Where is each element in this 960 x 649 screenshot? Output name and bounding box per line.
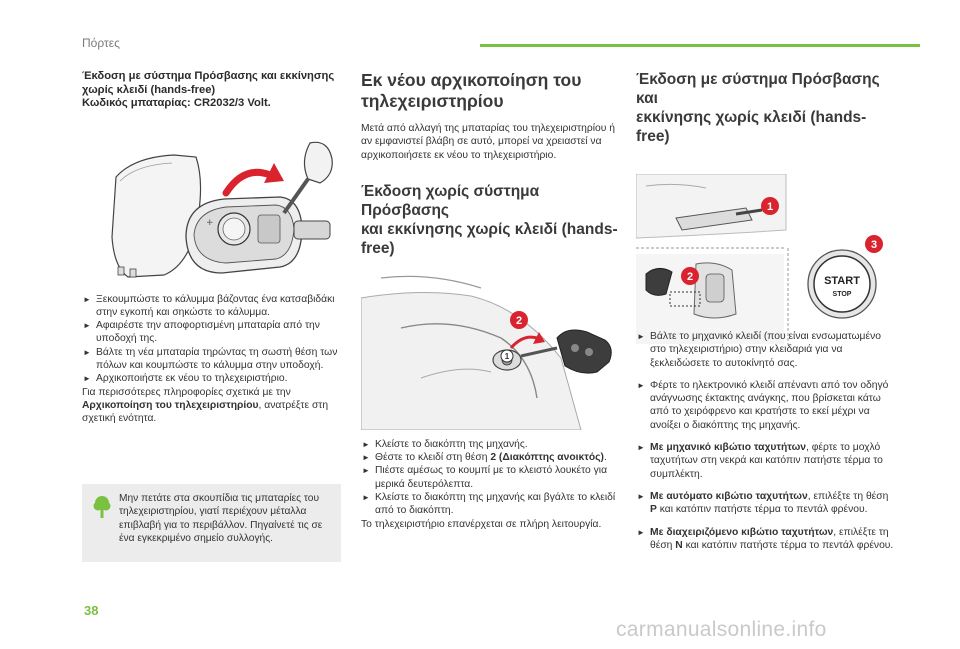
column-reinitialisation: Εκ νέου αρχικοποίηση του τηλεχειριστηρίο…: [361, 70, 619, 531]
callout-3: [865, 235, 883, 253]
list-item: ►Κλείστε το διακόπτη της μηχανής και βγά…: [362, 492, 616, 517]
list-item: ►Αρχικοποιήστε εκ νέου το τηλεχειριστήρι…: [83, 373, 288, 385]
svg-text:2: 2: [687, 271, 693, 283]
spec-line: Έκδοση με σύστημα Πρόσβασης και εκκίνηση…: [82, 70, 335, 82]
spec-line: Κωδικός μπαταρίας: CR2032/3 Volt.: [82, 97, 271, 109]
section-intro: Μετά από αλλαγή της μπαταρίας του τηλεχε…: [361, 123, 615, 161]
list-item: ►Με μηχανικό κιβώτιο ταχυτήτων, φέρτε το…: [637, 442, 883, 480]
list-item: ►Αφαιρέστε την αποφορτισμένη μπαταρία απ…: [83, 320, 320, 345]
door-lock-illustration: 1: [636, 174, 787, 239]
start-stop-button-icon: START STOP 3: [807, 235, 883, 319]
bullet-arrow-icon: ►: [637, 443, 645, 453]
ignition-switch-icon: 1 2: [361, 267, 619, 430]
section-title: Εκ νέου αρχικοποίηση του τηλεχειριστηρίο…: [361, 70, 582, 111]
bullet-arrow-icon: ►: [637, 380, 645, 390]
emergency-reader-illustration: 2: [636, 254, 784, 344]
note-text: Μην πετάτε στα σκουπίδια τις μπαταρίες τ…: [119, 493, 323, 544]
callout-1: 1: [500, 349, 514, 363]
battery-steps-list: ►Ξεκουμπώστε το κάλυμμα βάζοντας ένα κατ…: [82, 293, 344, 386]
remote-key-figure: +: [94, 117, 344, 287]
list-item: ►Πιέστε αμέσως το κουμπί με το κλειστό λ…: [362, 465, 608, 490]
callout-2: 2: [510, 310, 528, 329]
remote-key-icon: [645, 268, 673, 296]
svg-text:STOP: STOP: [833, 291, 852, 298]
bullet-arrow-icon: ►: [362, 493, 370, 503]
recycle-tree-icon: [93, 496, 111, 518]
list-item: ►Βάλτε το μηχανικό κλειδί (που είναι ενσ…: [637, 331, 881, 369]
list-item: ►Φέρτε το ηλεκτρονικό κλειδί απέναντι απ…: [637, 379, 889, 431]
svg-text:3: 3: [871, 239, 877, 251]
svg-text:1: 1: [505, 352, 510, 361]
remote-key-open-icon: +: [111, 141, 333, 278]
bullet-arrow-icon: ►: [362, 453, 370, 463]
list-item: ►Κλείστε το διακόπτη της μηχανής.: [362, 438, 528, 450]
remote-key-icon: [520, 329, 612, 374]
list-item: ►Ξεκουμπώστε το κάλυμμα βάζοντας ένα κατ…: [83, 293, 335, 318]
cross-reference-text: Για περισσότερες πληροφορίες σχετικά με …: [82, 386, 329, 425]
section-title: Έκδοση με σύστημα Πρόσβασης και εκκίνηση…: [636, 71, 880, 145]
list-item: ►Με διαχειριζόμενο κιβώτιο ταχυτήτων, επ…: [637, 526, 894, 551]
bullet-arrow-icon: ►: [83, 374, 91, 384]
svg-text:START: START: [824, 275, 860, 287]
callout-1: [761, 197, 779, 215]
list-item: ►Θέστε το κλειδί στη θέση 2 (Διακόπτης α…: [362, 452, 607, 464]
column-hands-free: Έκδοση με σύστημα Πρόσβασης και εκκίνηση…: [636, 70, 898, 552]
battery-spec: Έκδοση με σύστημα Πρόσβασης και εκκίνηση…: [82, 70, 344, 111]
bullet-arrow-icon: ►: [83, 347, 91, 357]
bullet-arrow-icon: ►: [362, 439, 370, 449]
list-item: ►Βάλτε τη νέα μπαταρία τηρώντας τη σωστή…: [83, 346, 338, 371]
svg-text:+: +: [206, 218, 214, 228]
ignition-key-figure: 1 2: [361, 267, 619, 430]
svg-text:2: 2: [516, 315, 522, 327]
environment-note: Μην πετάτε στα σκουπίδια τις μπαταρίες τ…: [82, 484, 341, 562]
callout-2: [681, 267, 699, 285]
cross-reference-link: Αρχικοποίηση του τηλεχειριστηρίου: [82, 399, 259, 411]
page-section-title: Πόρτες: [82, 36, 120, 50]
column-battery-replacement: Έκδοση με σύστημα Πρόσβασης και εκκίνηση…: [82, 70, 344, 425]
header-accent-bar: [480, 44, 920, 47]
bullet-arrow-icon: ►: [362, 466, 370, 476]
bullet-arrow-icon: ►: [637, 527, 645, 537]
bullet-arrow-icon: ►: [83, 294, 91, 304]
hands-free-figure: 1 2 START STOP 3: [636, 174, 898, 344]
list-item: ►Με αυτόματο κιβώτιο ταχυτήτων, επιλέξτε…: [637, 490, 889, 516]
reinit-steps-list: ►Κλείστε το διακόπτη της μηχανής. ►Θέστε…: [361, 438, 619, 518]
page-number: 38: [84, 603, 99, 618]
reinit-result: Το τηλεχειριστήριο επανέρχεται σε πλήρη …: [361, 518, 602, 530]
bullet-arrow-icon: ►: [637, 491, 645, 501]
bullet-arrow-icon: ►: [83, 321, 91, 331]
screwdriver-icon: [303, 141, 333, 184]
watermark: carmanualsonline.info: [616, 618, 827, 641]
bullet-arrow-icon: ►: [637, 332, 645, 341]
spec-line: χωρίς κλειδί (hands-free): [82, 83, 216, 96]
hands-free-steps-list: ►Βάλτε το μηχανικό κλειδί (που είναι ενσ…: [636, 330, 898, 552]
svg-text:1: 1: [767, 201, 773, 213]
subsection-title: Έκδοση χωρίς σύστημα Πρόσβασης και εκκίν…: [361, 182, 618, 257]
